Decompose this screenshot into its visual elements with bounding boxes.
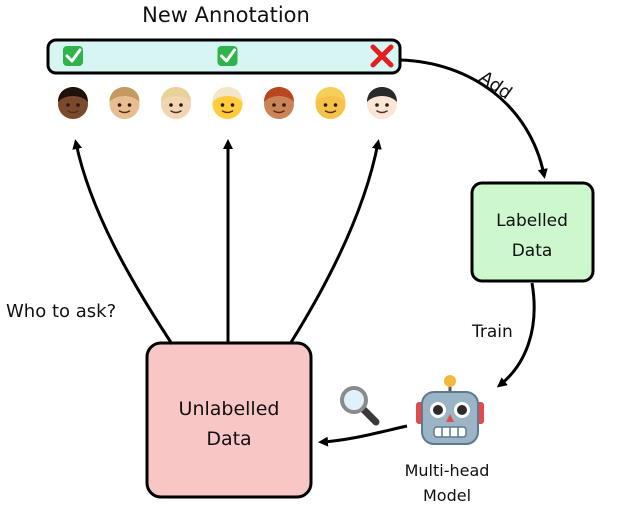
magnifier-icon <box>340 386 380 426</box>
labelled-data-line2: Data <box>512 241 553 261</box>
ask-arrow-left <box>72 139 174 345</box>
annotator-face-icon <box>58 87 88 119</box>
train-arrow <box>496 282 536 388</box>
train-label: Train <box>471 322 513 342</box>
diagram-title: New Annotation <box>142 3 310 27</box>
query-arrow <box>318 424 408 447</box>
labelled-data-box <box>470 181 595 283</box>
check-mark-icon <box>217 46 238 66</box>
model-label-line1: Multi-head <box>405 461 490 480</box>
unlabelled-data-line2: Data <box>206 428 251 450</box>
who-to-ask-label: Who to ask? <box>6 301 116 322</box>
unlabelled-data-line1: Unlabelled <box>179 398 280 420</box>
annotation-marks <box>63 44 394 68</box>
robot-icon <box>416 375 484 445</box>
model-label-line2: Model <box>423 486 471 505</box>
annotator-face-icon <box>315 87 346 119</box>
unlabelled-data-box <box>145 341 313 499</box>
annotator-face-icon <box>109 87 140 119</box>
annotator-face-icon <box>212 87 243 119</box>
annotators-row <box>58 87 397 119</box>
cross-mark-icon <box>370 44 394 68</box>
annotator-face-icon <box>264 87 294 119</box>
annotator-face-icon <box>367 87 397 119</box>
labelled-data-line1: Labelled <box>496 211 568 231</box>
ask-arrow-right <box>288 139 382 345</box>
add-label: Add <box>475 67 516 104</box>
check-mark-icon <box>63 46 83 66</box>
annotator-face-icon <box>161 87 191 119</box>
add-arrow <box>399 58 548 179</box>
